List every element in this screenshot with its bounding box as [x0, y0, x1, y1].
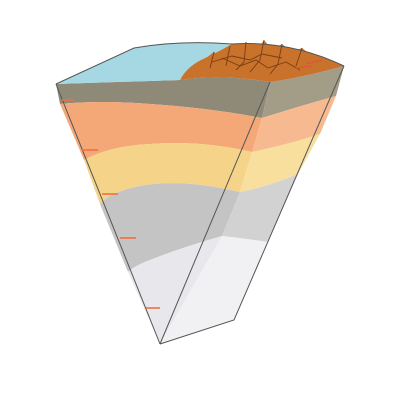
- layer-crust-left: [56, 77, 270, 118]
- layer-outer-core-left: [100, 183, 240, 272]
- red-highlight-marks: [295, 59, 323, 69]
- layer-upper-mantle-right: [252, 96, 336, 152]
- depth-markers: [62, 99, 160, 309]
- ocean-surface: [56, 42, 232, 84]
- layer-inner-core-right: [160, 236, 268, 344]
- wedge-outlines: [55, 42, 345, 345]
- mountain-range: [180, 39, 344, 82]
- layer-upper-mantle-left: [60, 102, 262, 160]
- layer-outer-core-right: [222, 174, 298, 242]
- mountain-ridge-lines: [209, 39, 303, 75]
- layer-lower-mantle-left: [84, 143, 252, 204]
- layer-lower-mantle-right: [240, 134, 320, 192]
- layer-inner-core-left: [128, 236, 222, 344]
- left-face: [56, 77, 270, 344]
- right-face: [160, 66, 344, 344]
- layer-crust-right: [262, 66, 344, 118]
